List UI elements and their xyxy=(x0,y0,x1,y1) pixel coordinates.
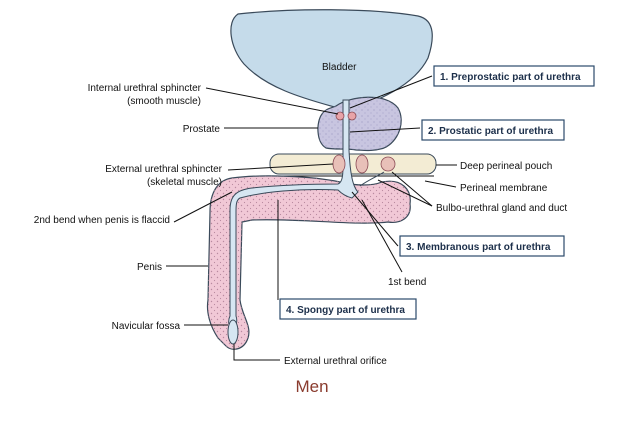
leader-bulbo-2 xyxy=(377,179,433,207)
label-internal-sphincter-2: (smooth muscle) xyxy=(127,96,201,107)
internal-sphincter-right xyxy=(347,111,357,121)
label-first-bend: 1st bend xyxy=(388,277,426,288)
external-sphincter-right xyxy=(355,154,369,174)
label-external-orifice: External urethral orifice xyxy=(284,356,387,367)
label-perineal-membrane: Perineal membrane xyxy=(460,183,548,194)
bladder-shape xyxy=(230,9,433,109)
box-membranous: 3. Membranous part of urethra xyxy=(399,235,565,257)
label-external-sphincter-1: External urethral sphincter xyxy=(105,164,222,175)
bulbo-urethral-gland xyxy=(380,156,396,172)
box-prostatic-text: 2. Prostatic part of urethra xyxy=(428,126,553,137)
external-sphincter-left xyxy=(332,154,346,174)
bulbo-urethral-duct xyxy=(359,171,385,187)
leader-membranous xyxy=(351,191,399,247)
label-prostate: Prostate xyxy=(183,124,221,135)
urethra-shape xyxy=(228,99,359,331)
label-deep-perineal-pouch: Deep perineal pouch xyxy=(460,161,552,172)
label-second-bend: 2nd bend when penis is flaccid xyxy=(34,215,170,226)
label-external-sphincter-2: (skeletal muscle) xyxy=(147,177,222,188)
label-bladder: Bladder xyxy=(322,62,357,73)
prostate-shape xyxy=(317,96,402,152)
box-spongy: 4. Spongy part of urethra xyxy=(279,298,417,320)
leader-external-sphincter xyxy=(227,163,334,171)
box-spongy-text: 4. Spongy part of urethra xyxy=(286,305,405,316)
label-penis: Penis xyxy=(137,262,162,273)
box-prostatic: 2. Prostatic part of urethra xyxy=(421,119,565,141)
navicular-fossa-shape xyxy=(227,319,239,345)
penis-shape xyxy=(206,175,411,350)
internal-sphincter-left xyxy=(335,111,345,121)
leader-prostatic xyxy=(349,127,421,133)
label-bulbo-urethral: Bulbo-urethral gland and duct xyxy=(436,203,567,214)
box-preprostatic: 1. Preprostatic part of urethra xyxy=(433,65,595,87)
label-navicular-fossa: Navicular fossa xyxy=(112,321,181,332)
leader-bulbo-1 xyxy=(391,171,433,207)
leader-perineal-membrane xyxy=(424,180,457,188)
leader-external-orifice xyxy=(233,344,280,361)
leader-preprostatic xyxy=(349,75,433,109)
deep-perineal-pouch-shape xyxy=(269,153,437,175)
label-internal-sphincter-1: Internal urethral sphincter xyxy=(88,83,202,94)
box-membranous-text: 3. Membranous part of urethra xyxy=(406,242,551,253)
leader-internal-sphincter xyxy=(205,87,339,115)
leader-first-bend xyxy=(361,199,403,273)
leader-second-bend xyxy=(173,191,233,223)
box-preprostatic-text: 1. Preprostatic part of urethra xyxy=(440,72,581,83)
caption: Men xyxy=(295,377,328,396)
